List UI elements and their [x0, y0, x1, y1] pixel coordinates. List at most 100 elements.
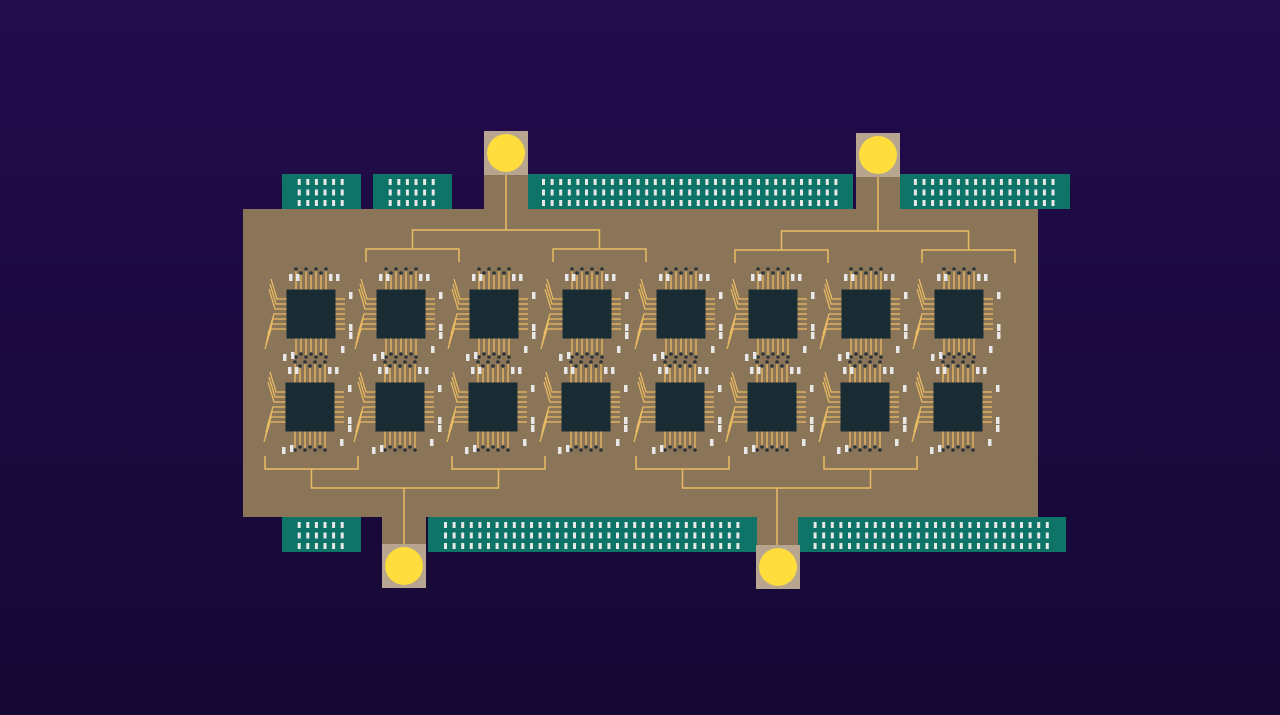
ic-chip [375, 382, 425, 432]
via [957, 352, 961, 356]
connector-pin [727, 532, 731, 539]
connector-pin [1008, 179, 1012, 185]
connector-pin [1045, 522, 1049, 528]
connector-pin [999, 189, 1003, 196]
connector-pin [974, 179, 978, 185]
via [318, 364, 322, 368]
connector-pin [959, 532, 963, 539]
smd-component [997, 332, 1001, 339]
via [946, 364, 950, 368]
via [486, 360, 490, 364]
connector-pin [839, 532, 843, 539]
via [952, 267, 956, 271]
via [668, 445, 672, 449]
via [323, 448, 327, 452]
connector-pin [297, 189, 301, 196]
chip-trace [545, 283, 563, 305]
connector-body [282, 174, 361, 209]
connector-pin [576, 179, 580, 185]
via [491, 364, 495, 368]
connector-pin [748, 200, 752, 206]
smd-component [744, 447, 748, 454]
connector-pin [659, 522, 662, 528]
via [600, 267, 604, 271]
chip-module [353, 360, 442, 454]
chip-module [818, 360, 907, 454]
connector-pin [719, 522, 723, 528]
via [313, 448, 317, 452]
connector-pin [593, 189, 597, 196]
connector-pin [564, 522, 568, 528]
connector-pin [791, 189, 795, 196]
connector-pin [994, 543, 998, 549]
connector-pin [542, 200, 545, 206]
via [966, 445, 970, 449]
chip-trace [450, 381, 469, 403]
via [393, 360, 397, 364]
via [771, 352, 775, 356]
connector-pin [1042, 189, 1046, 196]
ic-chip [286, 289, 336, 339]
smd-component [329, 274, 333, 281]
chip-module [354, 267, 443, 361]
connector-pin [882, 532, 886, 539]
connector-pin [985, 543, 989, 549]
smd-component [660, 445, 664, 452]
connector-pin [555, 532, 559, 539]
trace [921, 249, 1016, 263]
smd-component [843, 367, 847, 374]
connector-pin [856, 532, 860, 539]
connector-pin [891, 522, 894, 528]
connector-pin [684, 543, 688, 549]
connector-pin [332, 532, 336, 539]
chip-module [725, 360, 814, 454]
via [679, 271, 683, 275]
connector-pin [1020, 522, 1023, 528]
connector-pin [891, 532, 894, 539]
connector-pin [1020, 543, 1023, 549]
connector-pin [994, 522, 998, 528]
connector-pin [722, 200, 726, 206]
via [497, 267, 501, 271]
connector-pin [547, 522, 551, 528]
connector-pin [567, 200, 571, 206]
via [755, 360, 759, 364]
smd-component [419, 274, 423, 281]
via [967, 271, 971, 275]
connector-pin [1042, 200, 1046, 206]
via [693, 360, 697, 364]
via [575, 352, 579, 356]
via [413, 360, 417, 364]
smd-component [565, 274, 569, 281]
smd-component [288, 367, 292, 374]
via [409, 352, 413, 356]
smd-component [511, 367, 515, 374]
connector-pin [1002, 532, 1006, 539]
trace [823, 456, 918, 470]
chip-trace [725, 421, 748, 443]
smd-component [895, 439, 899, 446]
connector-pin [782, 189, 786, 196]
connector-pin [653, 200, 657, 206]
connector-pin [822, 522, 826, 528]
trace [552, 248, 647, 262]
connector-pin [512, 532, 516, 539]
chip-trace [726, 328, 749, 350]
smd-component [328, 367, 332, 374]
via [589, 448, 593, 452]
connector-pin [659, 532, 662, 539]
chip-trace [359, 371, 376, 393]
connector-pin [822, 532, 826, 539]
connector-pin [722, 189, 726, 196]
connector-pin [641, 543, 645, 549]
via [585, 271, 589, 275]
via [771, 271, 775, 275]
smd-component [996, 385, 1000, 392]
connector-pin [671, 189, 674, 196]
connector-pin [573, 522, 576, 528]
via [594, 364, 598, 368]
via [785, 360, 789, 364]
connector-pin [676, 532, 680, 539]
via [756, 355, 760, 359]
connector-pin [985, 522, 989, 528]
